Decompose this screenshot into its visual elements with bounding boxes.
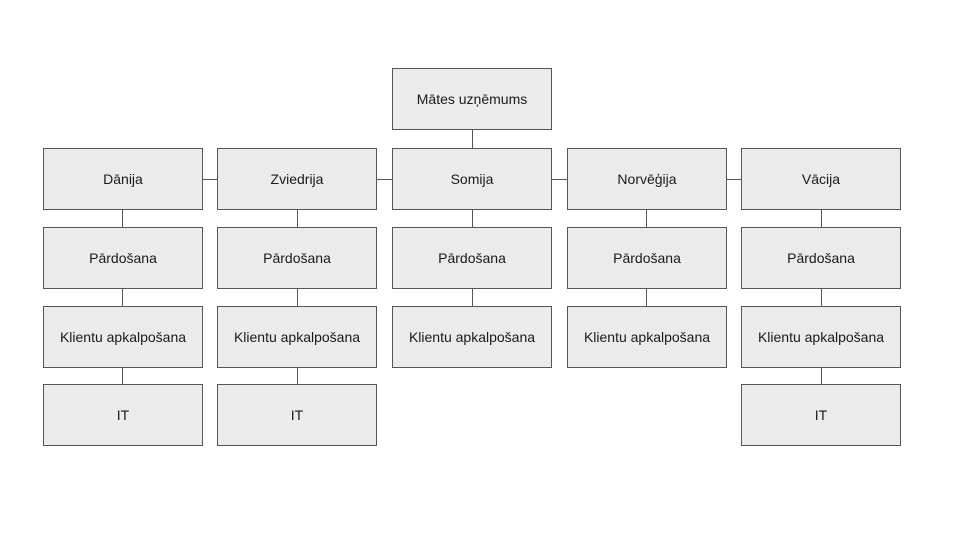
org-node-vacija-it-label: IT — [814, 406, 828, 423]
connector-norvegija-pardosana — [646, 210, 647, 227]
org-node-zviedrija[interactable]: Zviedrija — [217, 148, 377, 210]
org-node-danija-pardosana[interactable]: Pārdošana — [43, 227, 203, 289]
org-node-zviedrija-pardosana-label: Pārdošana — [263, 249, 331, 266]
org-node-vacija-pardosana-label: Pārdošana — [787, 249, 855, 266]
connector-zviedrija-it — [297, 368, 298, 384]
org-node-norvegija-pardosana-label: Pārdošana — [613, 249, 681, 266]
org-node-somija[interactable]: Somija — [392, 148, 552, 210]
org-node-vacija-it[interactable]: IT — [741, 384, 901, 446]
org-node-norvegija-label: Norvēģija — [617, 170, 677, 187]
org-node-norvegija-pardosana[interactable]: Pārdošana — [567, 227, 727, 289]
org-node-root[interactable]: Mātes uzņēmums — [392, 68, 552, 130]
connector-vacija-klientu — [821, 289, 822, 306]
org-node-somija-pardosana[interactable]: Pārdošana — [392, 227, 552, 289]
org-node-somija-label: Somija — [450, 170, 494, 187]
org-node-danija-it-label: IT — [116, 406, 130, 423]
org-node-zviedrija-klientu-apkalposana-label: Klientu apkalpošana — [233, 328, 361, 345]
org-node-danija-pardosana-label: Pārdošana — [89, 249, 157, 266]
connector-danija-pardosana — [122, 210, 123, 227]
connector-zviedrija-pardosana — [297, 210, 298, 227]
org-node-vacija-label: Vācija — [801, 170, 841, 187]
org-node-root-label: Mātes uzņēmums — [416, 90, 528, 107]
org-node-zviedrija-label: Zviedrija — [270, 170, 324, 187]
org-node-danija-klientu-apkalposana-label: Klientu apkalpošana — [59, 328, 187, 345]
connector-norvegija-vacija — [727, 179, 741, 180]
connector-danija-it — [122, 368, 123, 384]
org-node-danija-it[interactable]: IT — [43, 384, 203, 446]
connector-somija-klientu — [472, 289, 473, 306]
org-node-vacija-pardosana[interactable]: Pārdošana — [741, 227, 901, 289]
connector-danija-zviedrija — [203, 179, 217, 180]
org-node-zviedrija-it-label: IT — [290, 406, 304, 423]
connector-zviedrija-klientu — [297, 289, 298, 306]
connector-somija-pardosana — [472, 210, 473, 227]
org-node-vacija[interactable]: Vācija — [741, 148, 901, 210]
connector-norvegija-klientu — [646, 289, 647, 306]
connector-zviedrija-somija — [377, 179, 392, 180]
org-node-vacija-klientu-apkalposana-label: Klientu apkalpošana — [757, 328, 885, 345]
connector-somija-norvegija — [552, 179, 567, 180]
org-node-zviedrija-klientu-apkalposana[interactable]: Klientu apkalpošana — [217, 306, 377, 368]
org-node-danija-label: Dānija — [103, 170, 143, 187]
org-node-danija-klientu-apkalposana[interactable]: Klientu apkalpošana — [43, 306, 203, 368]
connector-vacija-pardosana — [821, 210, 822, 227]
org-node-somija-klientu-apkalposana[interactable]: Klientu apkalpošana — [392, 306, 552, 368]
org-node-norvegija-klientu-apkalposana[interactable]: Klientu apkalpošana — [567, 306, 727, 368]
connector-root-somija — [472, 130, 473, 148]
org-node-zviedrija-pardosana[interactable]: Pārdošana — [217, 227, 377, 289]
org-node-danija[interactable]: Dānija — [43, 148, 203, 210]
org-node-norvegija[interactable]: Norvēģija — [567, 148, 727, 210]
org-node-norvegija-klientu-apkalposana-label: Klientu apkalpošana — [583, 328, 711, 345]
org-node-zviedrija-it[interactable]: IT — [217, 384, 377, 446]
connector-danija-klientu — [122, 289, 123, 306]
org-node-vacija-klientu-apkalposana[interactable]: Klientu apkalpošana — [741, 306, 901, 368]
org-node-somija-pardosana-label: Pārdošana — [438, 249, 506, 266]
connector-vacija-it — [821, 368, 822, 384]
org-node-somija-klientu-apkalposana-label: Klientu apkalpošana — [408, 328, 536, 345]
